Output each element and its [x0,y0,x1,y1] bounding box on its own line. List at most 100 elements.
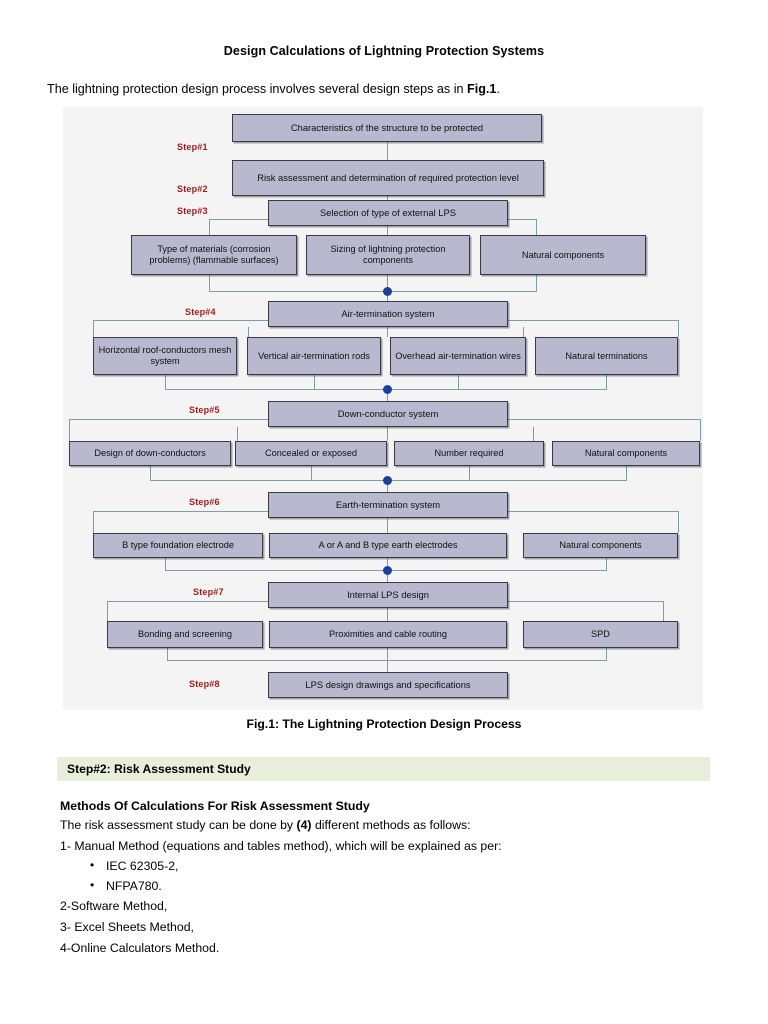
junction-dot-6 [383,566,392,575]
intro-figure-ref: Fig.1 [467,82,497,96]
connector-merge4-d [606,375,607,389]
methods-lead: The risk assessment study can be done by… [60,816,720,835]
connector-step4-d1 [248,327,249,337]
connector-step3-left [209,219,269,220]
step-label-2: Step#2 [177,184,208,194]
connector-7-8 [387,660,388,672]
flow-box-step3-child-2: Natural components [480,235,646,275]
flow-box-step7-child-2: SPD [523,621,678,648]
flow-box-step3-child-1: Sizing of lightning protection component… [306,235,470,275]
step-label-8: Step#8 [189,679,220,689]
connector-6-7 [387,570,388,582]
section-body: Methods Of Calculations For Risk Assessm… [60,799,720,960]
connector-step3-rightdrop [536,219,537,235]
connector-step6-d0 [93,511,94,533]
section-banner: Step#2: Risk Assessment Study [57,757,710,781]
connector-merge4-b [314,375,315,389]
flow-box-step4-child-2: Overhead air-termination wires [390,337,526,375]
step-label-7: Step#7 [193,587,224,597]
flow-box-step1-main: Characteristics of the structure to be p… [232,114,542,142]
flow-box-step6-main: Earth-termination system [268,492,508,518]
figure-flowchart: Step#1 Characteristics of the structure … [63,107,703,710]
methods-count: (4) [296,818,312,832]
flow-box-step4-main: Air-termination system [268,301,508,327]
step-label-4: Step#4 [185,307,216,317]
flow-box-step6-child-0: B type foundation electrode [93,533,263,558]
flow-box-step7-child-0: Bonding and screening [107,621,263,648]
connector-step5-d4 [700,419,701,441]
connector-step4-right [508,320,678,321]
intro-suffix: . [496,82,500,96]
connector-step3-middrop [387,226,388,235]
step-label-1: Step#1 [177,142,208,152]
connector-step4-d2 [387,327,388,337]
connector-3-4 [387,291,388,304]
connector-step6-left [93,511,269,512]
connector-step4-d4 [678,320,679,337]
connector-merge6-b [387,558,388,570]
flow-box-step3-main: Selection of type of external LPS [268,200,508,226]
methods-heading: Methods Of Calculations For Risk Assessm… [60,799,370,813]
connector-merge3-l [209,275,210,291]
connector-step5-d1 [237,427,238,441]
connector-1-2 [387,142,388,160]
connector-5-6 [387,480,388,493]
method-item-1: 1- Manual Method (equations and tables m… [60,838,502,853]
page-title: Design Calculations of Lightning Protect… [223,44,545,58]
junction-dot-4 [383,385,392,394]
connector-merge5-b [311,466,312,480]
connector-merge3-r [536,275,537,291]
connector-step7-d0 [107,601,108,621]
flow-box-step5-main: Down-conductor system [268,401,508,427]
flow-box-step4-child-1: Vertical air-termination rods [247,337,381,375]
junction-dot-3 [383,287,392,296]
flow-box-step6-child-2: Natural components [523,533,678,558]
connector-step5-d0 [69,419,70,441]
flow-box-step7-child-1: Proximities and cable routing [269,621,507,648]
connector-4-5 [387,389,388,402]
connector-step5-d3 [533,427,534,441]
connector-step7-right [508,601,663,602]
connector-merge7-c [606,648,607,660]
connector-step7-d2 [663,601,664,621]
connector-step6-right [508,511,678,512]
intro-paragraph: The lightning protection design process … [47,82,737,96]
figure-caption: Fig.1: The Lightning Protection Design P… [246,717,522,731]
connector-step7-d1 [387,608,388,621]
flow-box-step4-child-0: Horizontal roof-conductors mesh system [93,337,237,375]
flow-box-step8-main: LPS design drawings and specifications [268,672,508,698]
connector-merge6-a [165,558,166,570]
list-item: IEC 62305-2, [60,856,720,876]
connector-step7-left [107,601,269,602]
flow-box-step7-main: Internal LPS design [268,582,508,608]
list-item: NFPA780. [60,876,720,896]
connector-step4-d0 [93,320,94,337]
connector-merge4-a [165,375,166,389]
methods-lead-suffix: different methods as follows: [311,818,471,832]
connector-step5-right [508,419,700,420]
connector-step4-d3 [523,327,524,337]
connector-merge5-d [626,466,627,480]
standards-list: IEC 62305-2, NFPA780. [60,856,720,896]
connector-step4-left [93,320,269,321]
flow-box-step3-child-0: Type of materials (corrosion problems) (… [131,235,297,275]
connector-step6-d2 [678,511,679,533]
step-label-6: Step#6 [189,497,220,507]
flow-box-step4-child-3: Natural terminations [535,337,678,375]
flow-box-step2-main: Risk assessment and determination of req… [232,160,544,196]
connector-step5-left [69,419,269,420]
connector-merge7-b [387,648,388,660]
connector-merge5-c [469,466,470,480]
connector-merge6-c [606,558,607,570]
step-label-5: Step#5 [189,405,220,415]
method-item-4: 4-Online Calculators Method. [60,940,220,955]
connector-merge4-c [458,375,459,389]
flow-box-step5-child-3: Natural components [552,441,700,466]
methods-lead-prefix: The risk assessment study can be done by [60,818,297,832]
connector-merge3-m [387,275,388,291]
flow-box-step6-child-1: A or A and B type earth electrodes [269,533,507,558]
section-banner-label: Step#2: Risk Assessment Study [67,762,251,776]
intro-text: The lightning protection design process … [47,82,468,96]
connector-step3-leftdrop [209,219,210,235]
flow-box-step5-child-1: Concealed or exposed [235,441,387,466]
